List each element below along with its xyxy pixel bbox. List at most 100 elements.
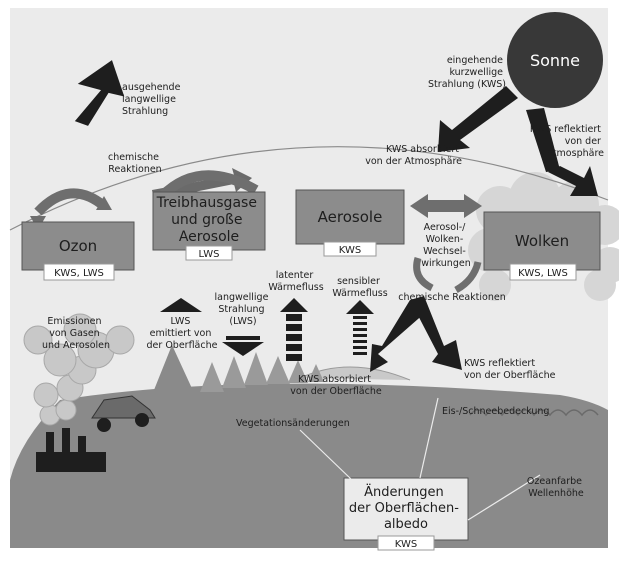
aero-cloud-l1: Aerosol-/ [424, 222, 467, 233]
sensible-l2: Wärmefluss [332, 288, 387, 299]
incoming-l1: eingehende [447, 55, 503, 66]
smoke-plumes [23, 313, 135, 426]
outgoing-label: ausgehende langwellige Strahlung [122, 82, 183, 117]
ice-snow-cover [299, 366, 411, 381]
ghg-label: Treibhausgase und große Aerosole [156, 195, 262, 245]
aerosols-box [295, 189, 405, 245]
kws-ref-atm-l3: Atmosphäre [547, 148, 605, 159]
kws-ref-sur-l1: KWS reflektiert [464, 358, 535, 369]
chem-reactions-bottom-cycle [413, 256, 482, 294]
outgoing-l2: langwellige [122, 94, 176, 105]
car-icon [91, 395, 156, 432]
incoming-l2: kurzwellige [449, 67, 503, 78]
ozone-label: Ozon [59, 237, 97, 255]
emissions-l1: Emissionen [47, 316, 101, 327]
albedo-connectors [299, 397, 541, 521]
ocean-label: Ozeanfarbe Wellenhöhe [527, 476, 585, 499]
aerosols-label: Aerosole [318, 208, 383, 226]
outgoing-l1: ausgehende [122, 82, 181, 93]
sun-icon [507, 12, 603, 108]
sensible-l1: sensibler [337, 276, 380, 287]
sun-label: Sonne [530, 51, 580, 70]
latent-l1: latenter [276, 270, 314, 281]
outgoing-radiation-arrow [74, 60, 125, 126]
kws-abs-sur-l2: von der Oberfläche [290, 386, 382, 397]
longwave-l3: (LWS) [229, 316, 256, 327]
lws-emitted-arrow [160, 298, 202, 312]
longwave-l1: langwellige [215, 292, 269, 303]
emissions-label: Emissionen von Gasen und Aerosolen [42, 316, 110, 351]
ghg-box [152, 191, 266, 251]
aerosol-cloud-interaction-arrow [410, 194, 482, 218]
chem-reactions-bottom-label: chemische Reaktionen [398, 292, 505, 303]
ozone-box [21, 221, 135, 271]
ghg-label-line2: und große [171, 212, 242, 228]
kws-reflected-atm-label: KWS reflektiert von der Atmosphäre [530, 124, 604, 159]
ocean-waves [469, 409, 599, 417]
outgoing-l3: Strahlung [122, 106, 168, 117]
ocean-l1: Ozeanfarbe [527, 476, 582, 487]
albedo-label-line2: der Oberflächen- [349, 501, 459, 516]
ocean-l2: Wellenhöhe [528, 488, 584, 499]
clouds-label: Wolken [515, 232, 569, 250]
aero-cloud-l4: wirkungen [421, 258, 470, 269]
surface-kws-arrow [370, 296, 462, 372]
incoming-radiation-arrow [438, 86, 518, 152]
latent-label: latenter Wärmefluss [268, 270, 323, 293]
emissions-l2: von Gasen [49, 328, 99, 339]
emissions-l3: und Aerosolen [42, 340, 110, 351]
albedo-badge-label: KWS [395, 539, 417, 550]
incoming-label: eingehende kurzwellige Strahlung (KWS) [428, 55, 506, 90]
ghg-label-line1: Treibhausgase [156, 195, 257, 211]
ozone-cycle-head-right [96, 196, 112, 210]
ghg-badge-label: LWS [199, 249, 220, 260]
ozone-cycle [34, 188, 108, 216]
clouds-badge [509, 263, 577, 281]
albedo-badge [377, 535, 435, 551]
lws-em-l3: der Oberfläche [147, 340, 218, 351]
kws-abs-sur-l1: KWS absorbiert [298, 374, 371, 385]
lws-em-l2: emittiert von [150, 328, 212, 339]
latent-l2: Wärmefluss [268, 282, 323, 293]
lws-emitted-label: LWS emittiert von der Oberfläche [147, 316, 218, 351]
kws-abs-atm-l1: KWS absorbiert [386, 144, 459, 155]
longwave-label: langwellige Strahlung (LWS) [215, 292, 272, 327]
ghg-label-line3: Aerosole [179, 229, 239, 245]
sensible-label: sensibler Wärmefluss [332, 276, 387, 299]
kws-abs-atm-l2: von der Atmosphäre [365, 156, 462, 167]
chem-top-l1: chemische [108, 152, 159, 163]
volcano-icon [150, 345, 195, 400]
aero-cloud-l3: Wechsel- [423, 246, 466, 257]
albedo-label-line1: Änderungen [364, 484, 444, 500]
vegetation-label: Vegetationsänderungen [236, 418, 350, 429]
aerosols-badge-label: KWS [339, 245, 361, 256]
albedo-label: Änderungen der Oberflächen- albedo [349, 484, 463, 532]
kws-absorbed-surface-label: KWS absorbiert von der Oberfläche [290, 374, 382, 397]
albedo-box [343, 477, 469, 541]
chem-reactions-top-label: chemische Reaktionen [108, 152, 162, 175]
ozone-badge [43, 263, 115, 281]
aerosols-badge [323, 241, 377, 257]
ozone-badge-label: KWS, LWS [54, 268, 104, 279]
trees-icon [200, 352, 324, 392]
ghg-badge [185, 245, 233, 261]
factory-icon [36, 428, 106, 472]
reflected-atmosphere-arrow [526, 108, 598, 196]
aero-cloud-l2: Wolken- [426, 234, 464, 245]
aerosol-cloud-label: Aerosol-/ Wolken- Wechsel- wirkungen [421, 222, 470, 269]
clouds-badge-label: KWS, LWS [518, 268, 568, 279]
kws-reflected-surface-label: KWS reflektiert von der Oberfläche [464, 358, 556, 381]
sensible-heat-arrow [346, 300, 374, 355]
lws-em-l1: LWS [171, 316, 191, 327]
kws-absorbed-atm-label: KWS absorbiert von der Atmosphäre [365, 144, 462, 167]
kws-ref-atm-l2: von der [565, 136, 601, 147]
longwave-down-arrow [222, 336, 264, 356]
ice-snow-label: Eis-/Schneebedeckung [442, 406, 549, 417]
kws-ref-sur-l2: von der Oberfläche [464, 370, 556, 381]
kws-ref-atm-l1: KWS reflektiert [530, 124, 601, 135]
albedo-label-line3: albedo [384, 517, 428, 532]
latent-heat-arrow [280, 298, 308, 361]
longwave-l2: Strahlung [218, 304, 264, 315]
